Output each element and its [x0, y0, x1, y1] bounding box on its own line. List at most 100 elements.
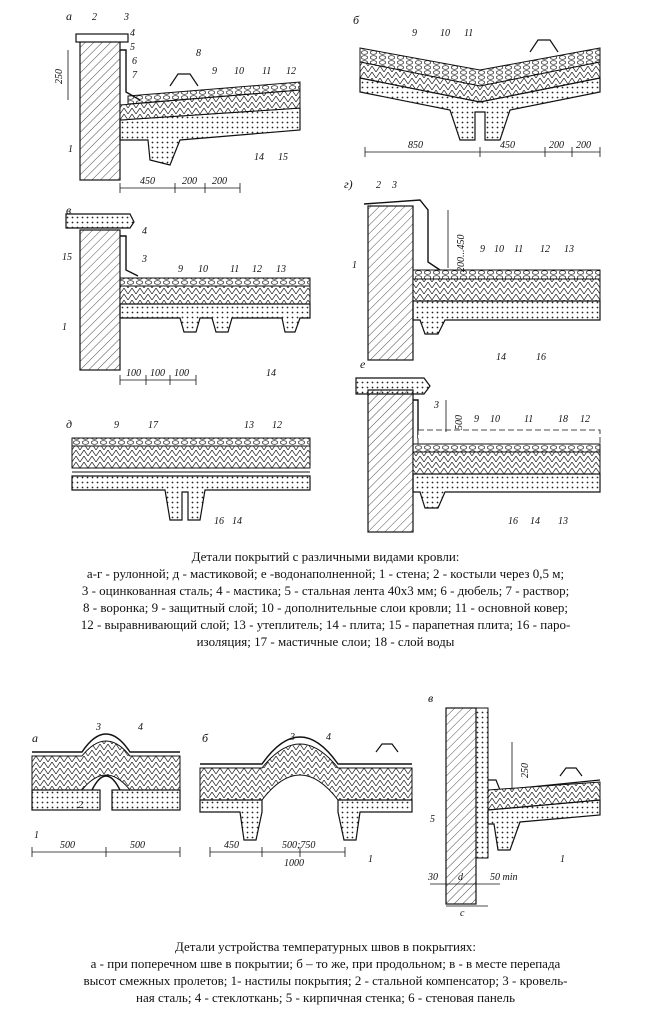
- protective-layer: [412, 443, 601, 453]
- caption-line: ная сталь; 4 - стеклоткань; 5 - кирпична…: [135, 990, 515, 1005]
- callout: 1: [62, 322, 67, 333]
- callout: 10: [198, 264, 208, 275]
- water-layer: [417, 429, 601, 445]
- insulation-layer: [31, 740, 181, 791]
- insulation-layer: [412, 451, 601, 475]
- callout: 14: [266, 368, 276, 379]
- insulation-layer: [412, 278, 601, 302]
- callout: 1: [352, 260, 357, 271]
- callout: 14: [254, 152, 264, 163]
- callout: 9: [114, 420, 119, 431]
- protective-layer: [127, 81, 301, 105]
- callout: 4: [326, 732, 331, 743]
- caption-line: а - при поперечном шве в покрытии; б – т…: [90, 956, 561, 971]
- valley-slab: [359, 77, 601, 141]
- parapet-cap: [75, 33, 129, 43]
- dim-label: c: [460, 908, 465, 919]
- dim-label: 200: [549, 140, 564, 151]
- callout: 10: [494, 244, 504, 255]
- callout: 14: [496, 352, 506, 363]
- callout: 11: [230, 264, 239, 275]
- callout: 4: [130, 28, 135, 39]
- flashing: [120, 49, 141, 101]
- callout: 3: [123, 12, 129, 23]
- insulation-layer: [71, 445, 311, 469]
- dim-label: 450: [140, 176, 155, 187]
- caption-line: 12 - выравнивающий слой; 13 - утеплитель…: [80, 617, 571, 632]
- callout: 7: [132, 70, 138, 81]
- callout: 9: [212, 66, 217, 77]
- caption-line: высот смежных пролетов; 1- настилы покры…: [83, 973, 568, 988]
- callout: 3: [289, 732, 295, 743]
- fig1-panel-g: г) 200...450 2 3 1 9 10 11 12 13 14 16: [344, 177, 601, 363]
- figure1-caption: Детали покрытий с различными видами кров…: [0, 548, 651, 650]
- brick-wall: [367, 205, 414, 361]
- figure2-caption: Детали устройства температурных швов в п…: [0, 938, 651, 1006]
- dim-label: 500: [60, 840, 75, 851]
- callout: 13: [558, 516, 568, 527]
- deck-left: [199, 799, 263, 841]
- dim-label: 200...450: [456, 235, 467, 273]
- callout: 12: [272, 420, 282, 431]
- brick-wall: [445, 707, 477, 905]
- callout: 16: [536, 352, 546, 363]
- roof-slab: [119, 107, 301, 166]
- panel-label: в: [428, 691, 433, 705]
- fig1-panel-d: д 9 17 13 12 16 14: [66, 417, 311, 527]
- dim-label: 500;750: [282, 840, 315, 851]
- protective-layer: [412, 269, 601, 280]
- roof-slab: [412, 473, 601, 509]
- callout: 12: [286, 66, 296, 77]
- panel-label: е: [360, 357, 366, 371]
- callout: 14: [232, 516, 242, 527]
- fig2-panel-b: б 450 500;750 1000 3 4 1: [199, 731, 413, 869]
- roof-funnel: [529, 39, 559, 53]
- brick-wall: [79, 229, 121, 371]
- insulation-layer: [199, 743, 413, 801]
- wall-panel: [475, 707, 489, 859]
- callout: 1: [68, 144, 73, 155]
- dim-label: 100: [174, 368, 189, 379]
- steel-compensator: [91, 775, 121, 791]
- callout: 3: [95, 722, 101, 733]
- callout: 11: [262, 66, 271, 77]
- panel-label: в: [66, 203, 71, 217]
- callout: 18: [558, 414, 568, 425]
- dim-label: 30: [427, 872, 438, 883]
- fig1-panel-v: в 100 100 100 4 15 3 1 9 10 11 12 13 14: [62, 203, 311, 385]
- callout: 16: [214, 516, 224, 527]
- callout: 2: [92, 12, 97, 23]
- caption-title: Детали покрытий с различными видами кров…: [191, 549, 460, 564]
- panel-label: б: [202, 731, 209, 745]
- callout: 3: [391, 180, 397, 191]
- insulation-layer: [119, 285, 311, 305]
- callout: 11: [524, 414, 533, 425]
- callout: 13: [276, 264, 286, 275]
- dim-label: 500: [130, 840, 145, 851]
- callout: 12: [580, 414, 590, 425]
- dim-label: 200: [182, 176, 197, 187]
- callout: 4: [142, 226, 147, 237]
- dim-label: 50 min: [490, 872, 518, 883]
- mastic-layers: [71, 437, 311, 447]
- caption-title: Детали устройства температурных швов в п…: [174, 939, 477, 954]
- roof-membrane: [32, 733, 180, 753]
- caption-line: изоляция; 17 - мастичные слои; 18 - слой…: [196, 634, 455, 649]
- callout: 1: [560, 854, 565, 865]
- flashing: [120, 235, 139, 277]
- fig1-panel-a: а 250 450 200 200 2 3 4 5 6 7 8 9 10 11 …: [54, 9, 301, 193]
- roof-membrane: [200, 736, 412, 765]
- dim-label: 450: [500, 140, 515, 151]
- callout: 13: [244, 420, 254, 431]
- callout: 5: [130, 42, 135, 53]
- callout: 16: [508, 516, 518, 527]
- callout: 14: [530, 516, 540, 527]
- roof-funnel: [559, 767, 583, 777]
- dim-label: 200: [212, 176, 227, 187]
- caption-line: 3 - оцинкованная сталь; 4 - мастика; 5 -…: [81, 583, 570, 598]
- callout: 4: [138, 722, 143, 733]
- brick-wall: [367, 389, 414, 533]
- callout: 3: [433, 400, 439, 411]
- dim-label: 1000: [284, 858, 304, 869]
